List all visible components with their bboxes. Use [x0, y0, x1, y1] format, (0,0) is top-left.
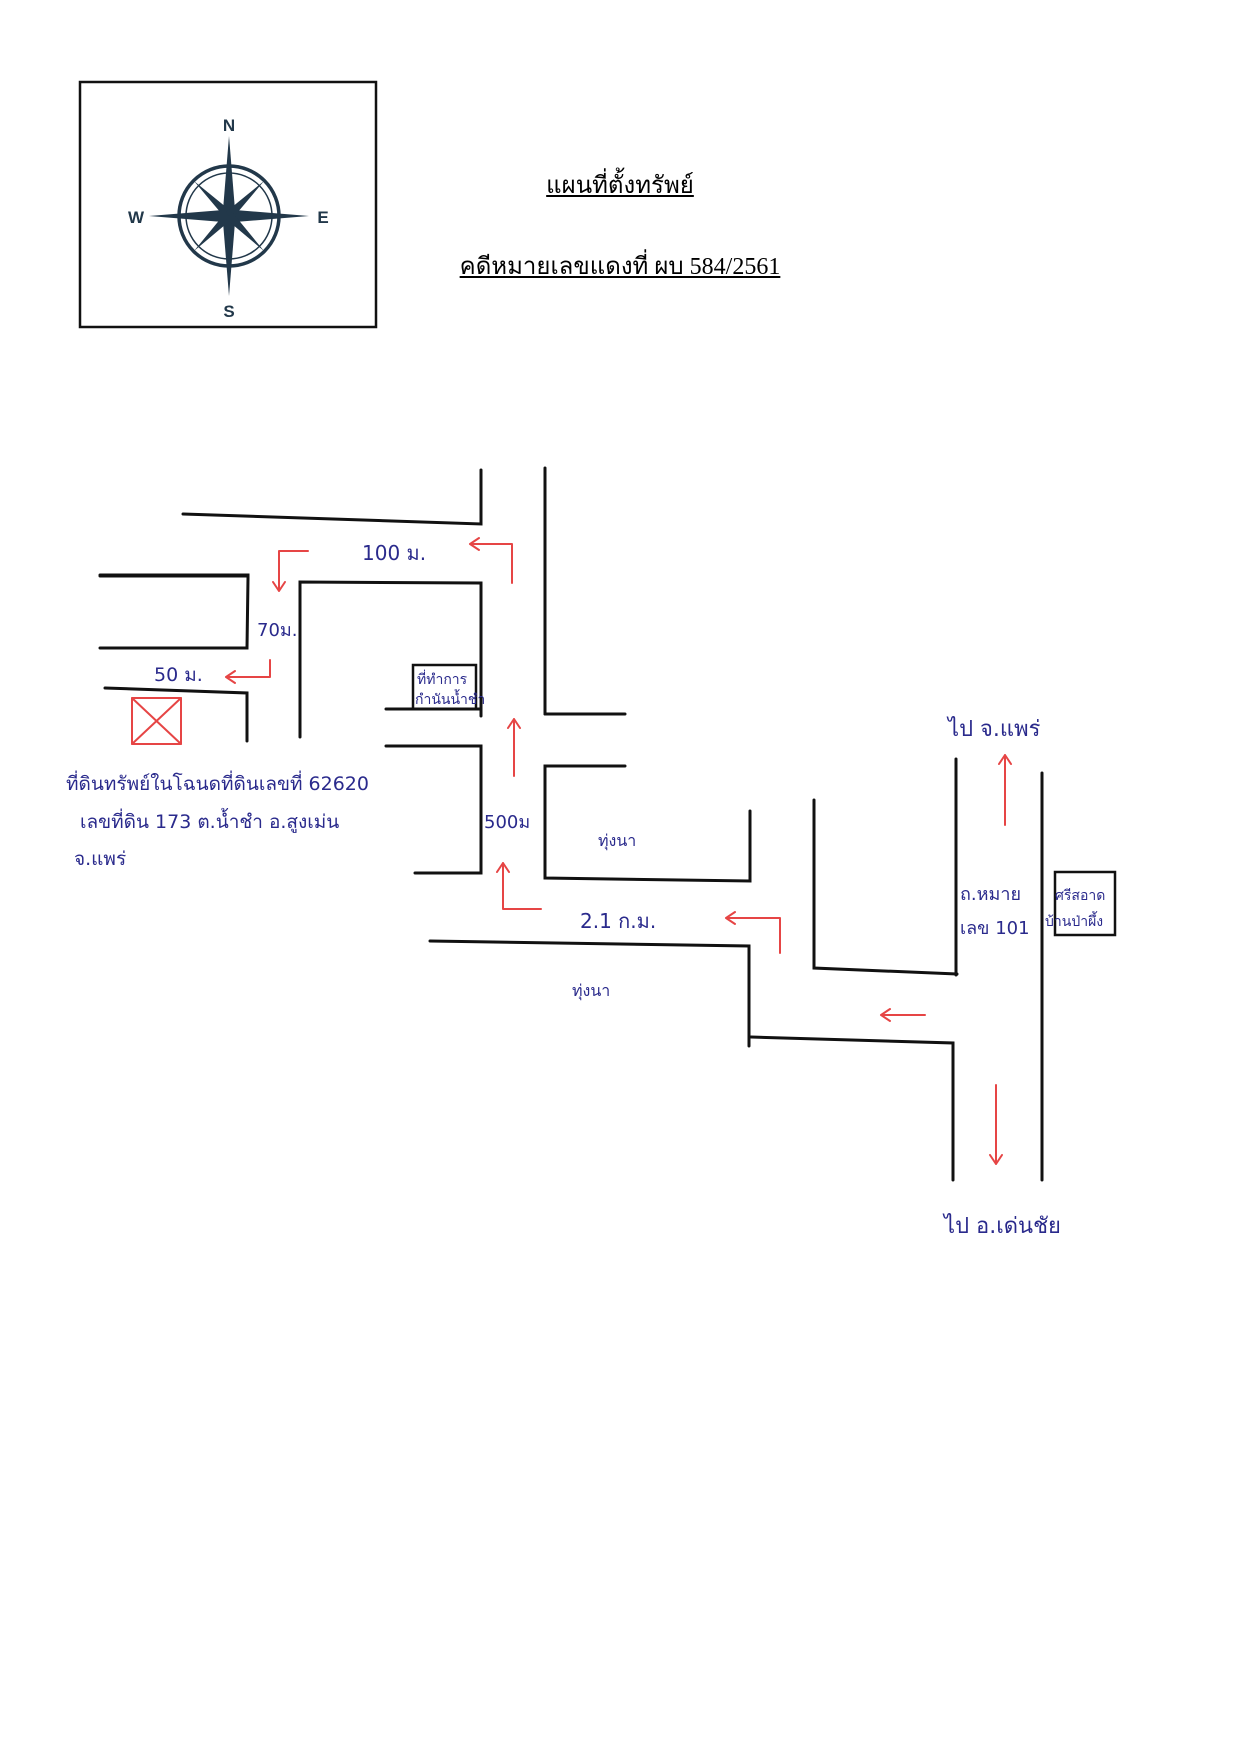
label-office-line1: ที่ทำการ: [417, 670, 468, 688]
label-property-line1: ที่ดินทรัพย์ในโฉนดที่ดินเลขที่ 62620: [66, 770, 369, 795]
label-rice-field-1: ทุ่งนา: [598, 831, 636, 851]
property-marker: [131, 697, 182, 745]
label-property-line3: จ.แพร่: [74, 848, 126, 870]
label-highway-line2: เลข 101: [960, 918, 1030, 939]
map-title: แผนที่ตั้งทรัพย์: [546, 173, 694, 199]
label-school-line1: ศรีสอาด: [1055, 888, 1105, 904]
case-number: คดีหมายเลขแดงที่ ผบ 584/2561: [459, 254, 781, 280]
road-network: [98, 466, 1117, 1182]
label-highway-line1: ถ.หมาย: [960, 884, 1021, 905]
label-distance-100m: 100 ม.: [362, 541, 426, 565]
label-distance-70m: 70ม.: [257, 620, 298, 641]
label-to-denchai: ไป อ.เด่นชัย: [942, 1213, 1061, 1239]
compass-frame: [78, 80, 378, 329]
label-rice-field-2: ทุ่งนา: [572, 981, 610, 1001]
label-distance-50m: 50 ม.: [154, 664, 203, 686]
label-property-line2: เลขที่ดิน 173 ต.น้ำชำ อ.สูงเม่น: [80, 808, 339, 833]
compass-south: S: [223, 302, 234, 321]
school-box: [1053, 870, 1117, 937]
label-to-phrae: ไป จ.แพร่: [946, 716, 1041, 742]
label-distance-500m: 500ม: [484, 812, 530, 833]
compass-rose-icon: [149, 136, 309, 296]
label-office-line2: กำนันน้ำชำ: [415, 689, 485, 708]
route-arrows: [225, 537, 1012, 1165]
label-distance-2-1km: 2.1 ก.ม.: [580, 909, 656, 933]
compass-east: E: [317, 208, 328, 227]
label-school-line2: บ้านป่าผึ้ง: [1045, 911, 1103, 930]
compass-west: W: [128, 208, 145, 227]
office-box: [411, 663, 478, 711]
compass-north: N: [223, 116, 235, 135]
